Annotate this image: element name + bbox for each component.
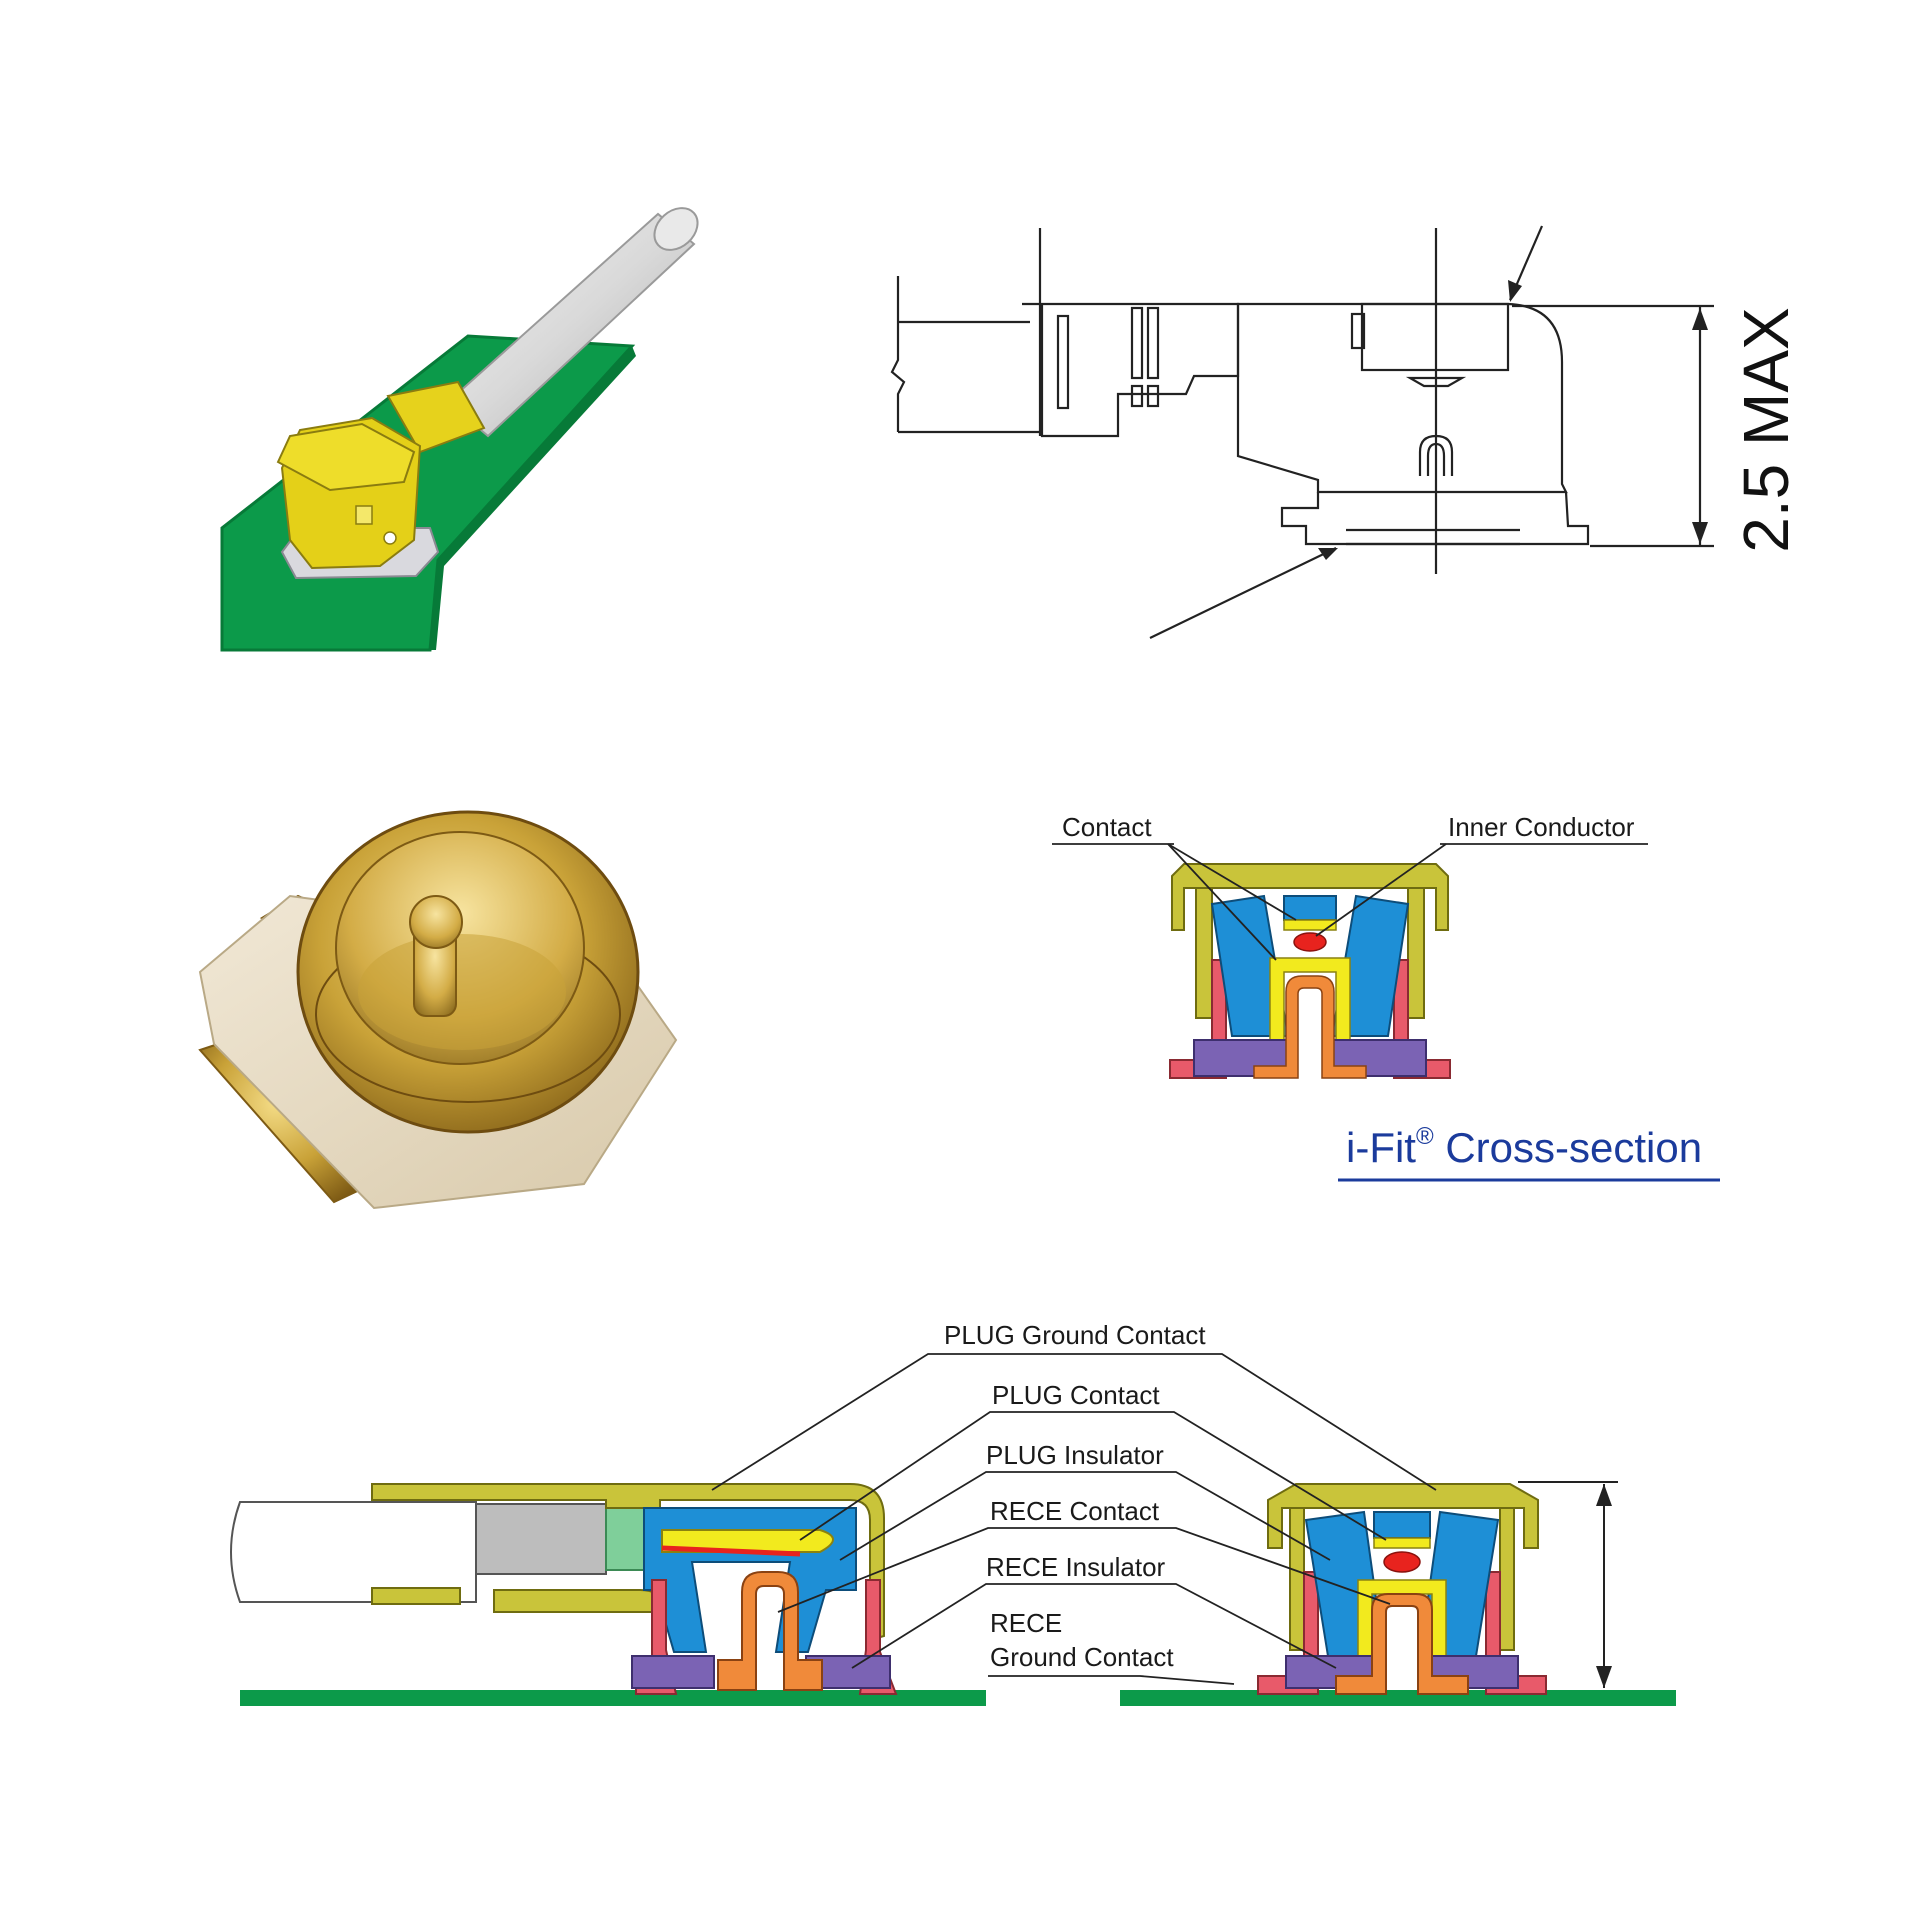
xs-plug-insulator-top: [1283, 895, 1337, 921]
plug-photo: [220, 207, 699, 652]
crimp-slot-d: [1130, 384, 1144, 408]
signal-wire-left: [661, 1545, 801, 1557]
leader-plug-contact: [799, 1411, 1387, 1541]
receptacle-photo: [198, 810, 678, 1210]
asm-plug-insulator-top: [1373, 1511, 1431, 1539]
assembly-right: [1120, 1481, 1676, 1706]
xs-inner-conductor: [1293, 932, 1327, 952]
assembly-leaders: [711, 1353, 1437, 1685]
leader-top-arrowhead: [1508, 280, 1522, 302]
leader-plug-ground: [711, 1353, 1437, 1491]
asm-inner-conductor: [1383, 1551, 1421, 1573]
plug-crimp-lower: [371, 1587, 461, 1605]
ifit-title-main: i-Fit: [1346, 1124, 1416, 1171]
receptacle-ring-floor: [358, 934, 566, 1050]
plug-head-notch: [1350, 312, 1366, 350]
leader-bottom-arrow-line: [1149, 547, 1337, 639]
assembly-left: [230, 1483, 986, 1706]
label-plug-ground-contact: PLUG Ground Contact: [944, 1320, 1206, 1350]
ifit-title-mark: ®: [1416, 1123, 1434, 1150]
label-rece-insulator: RECE Insulator: [986, 1552, 1166, 1582]
crimp-slot-e: [1146, 384, 1160, 408]
side-view-drawing: [890, 225, 1714, 639]
xs-rece-insulator: [1193, 1039, 1427, 1077]
plug-ground-shell-left: [371, 1483, 885, 1642]
rece-contact-left: [717, 1571, 823, 1691]
dim-arrowhead-bottom: [1692, 522, 1708, 544]
latch-spring-outline: [1418, 434, 1454, 476]
plug-contact-left: [661, 1529, 834, 1553]
xs-plug-ground-side-left: [1195, 887, 1213, 1019]
height-arrow-top: [1596, 1484, 1612, 1506]
asm-rece-contact: [1335, 1593, 1469, 1695]
asm-plug-contact-bar: [1373, 1537, 1431, 1549]
plug-crimp-sleeve: [386, 380, 486, 454]
crimp-slot-a: [1056, 314, 1070, 410]
contact-label: Contact: [1062, 812, 1152, 842]
leader-rece-contact: [777, 1527, 1391, 1613]
crimp-slot-b: [1130, 306, 1144, 380]
latch-spring-inner: [1426, 442, 1446, 476]
plug-head-outline: [1236, 302, 1568, 494]
plug-crimp-outline: [1022, 302, 1240, 438]
pcb-strip-left: [240, 1690, 986, 1706]
asm-plug-ground-side-left: [1289, 1507, 1305, 1651]
rece-insulator-left-a: [631, 1655, 715, 1689]
pcb-board-edge: [430, 346, 636, 650]
label-rece-ground-line1: RECE: [990, 1608, 1062, 1638]
label-rece-contact: RECE Contact: [990, 1496, 1160, 1526]
ifit-title: i-Fit® Cross-section: [1346, 1123, 1702, 1171]
xs-plug-contact-bar: [1283, 919, 1337, 931]
inner-contact-pin: [1405, 376, 1467, 388]
leader-rece-insulator: [851, 1583, 1337, 1669]
contact-leader-b: [1167, 843, 1277, 961]
xs-plug-ground-side-right: [1407, 887, 1425, 1019]
height-arrow-bottom: [1596, 1666, 1612, 1688]
plug-latch: [383, 531, 397, 545]
coax-jacket: [230, 1501, 477, 1603]
xs-label-lines: [1052, 843, 1648, 961]
xs-plug-contact-spring: [1269, 957, 1351, 1041]
leader-rece-ground: [988, 1675, 1235, 1685]
inner-conductor-label: Inner Conductor: [1448, 812, 1635, 842]
inner-conductor-leader: [1315, 843, 1447, 937]
plug-window: [355, 505, 373, 525]
label-plug-insulator: PLUG Insulator: [986, 1440, 1164, 1470]
contact-leader-a: [1167, 843, 1297, 921]
dim-arrowhead-top: [1692, 308, 1708, 330]
assembly-labels: PLUG Ground Contact PLUG Contact PLUG In…: [944, 1320, 1206, 1672]
asm-plug-ground-shell: [1267, 1483, 1539, 1549]
plug-cap: [276, 422, 416, 492]
plug-crimp-tail: [493, 1589, 665, 1613]
label-rece-ground-line2: Ground Contact: [990, 1642, 1174, 1672]
ifit-title-rest: Cross-section: [1434, 1124, 1702, 1171]
receptacle-outline: [1280, 491, 1590, 546]
asm-plug-ground-side-right: [1499, 1507, 1515, 1651]
xs-rece-contact: [1253, 975, 1367, 1079]
center-pin-tip: [409, 895, 463, 949]
label-plug-contact: PLUG Contact: [992, 1380, 1160, 1410]
leader-bottom-arrowhead: [1318, 548, 1338, 560]
cable-cut-symbol: [890, 276, 906, 432]
dimension-label: 2.5 MAX: [1730, 307, 1802, 552]
coax-cable-end: [653, 207, 699, 251]
coax-shield: [475, 1503, 607, 1575]
leader-plug-insulator: [839, 1471, 1331, 1561]
pcb-strip-right: [1120, 1690, 1676, 1706]
pcb-board: [220, 334, 636, 652]
plug-head-top-block: [1360, 302, 1510, 372]
xs-plug-ground-shell: [1171, 863, 1449, 931]
crimp-slot-c: [1146, 306, 1160, 380]
ifit-cross-section: [1169, 863, 1451, 1079]
